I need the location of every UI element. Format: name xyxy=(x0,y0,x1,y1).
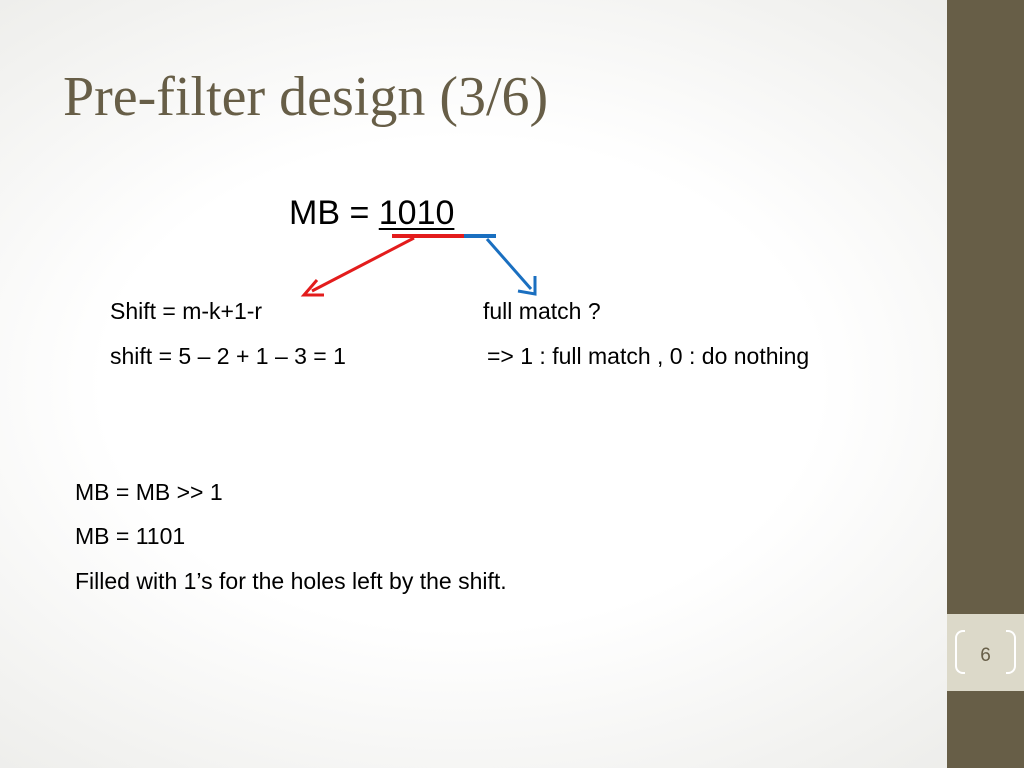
mb-label: MB = xyxy=(289,194,379,232)
slide-number: 6 xyxy=(980,645,991,666)
shift-calculation: shift = 5 – 2 + 1 – 3 = 1 xyxy=(110,343,346,369)
fill-note: Filled with 1’s for the holes left by th… xyxy=(75,568,507,594)
mb-line: MB = 1010 xyxy=(289,192,454,234)
full-match-result: => 1 : full match , 0 : do nothing xyxy=(487,343,810,369)
shift-formula: Shift = m-k+1-r xyxy=(110,298,263,324)
slide-title: Pre-filter design (3/6) xyxy=(63,66,549,128)
mb-value: 1010 xyxy=(378,194,455,232)
blue-arrowhead xyxy=(517,276,537,296)
bracket-right xyxy=(1006,630,1016,674)
blue-arrow xyxy=(485,238,533,290)
full-match-question: full match ? xyxy=(483,298,601,324)
red-arrow xyxy=(311,236,415,293)
bracket-left xyxy=(955,630,965,674)
slide-number-bracket xyxy=(955,630,1016,676)
red-arrowhead xyxy=(300,279,324,297)
mb-result: MB = 1101 xyxy=(75,523,186,549)
mb-shift-operation: MB = MB >> 1 xyxy=(75,479,223,505)
slide-number-box: 6 xyxy=(947,614,1024,691)
